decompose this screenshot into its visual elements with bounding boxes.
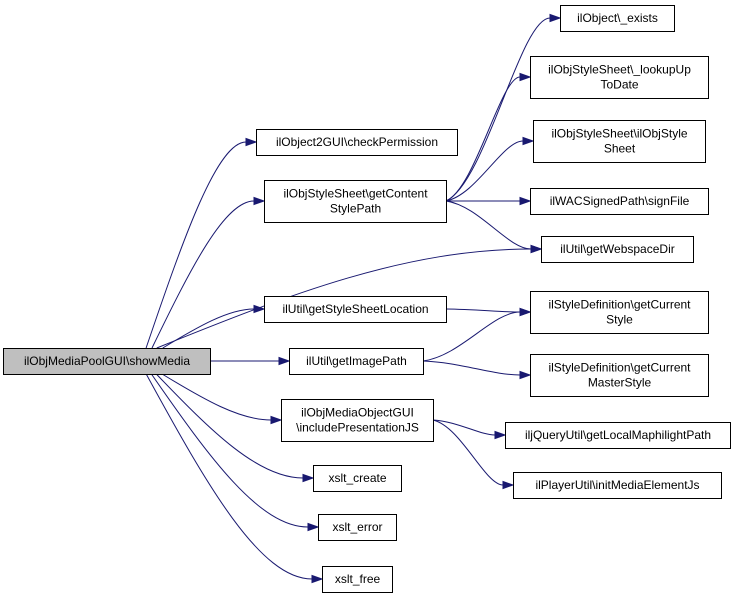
edge-getContentStylePath-to-lookUpToDate [445, 76, 521, 202]
edge-showMedia-to-getWebspaceDir [156, 248, 532, 349]
arrowhead-initMediaElementJs [502, 480, 515, 490]
arrowhead-ilObjStyleSheet [522, 136, 535, 146]
node-label: MasterStyle [588, 376, 652, 390]
node-label: ilPlayerUtil\initMediaElementJs [535, 478, 699, 492]
node-getImagePath[interactable]: ilUtil\getImagePath [289, 348, 424, 375]
edge-includePresentationJS-to-getLocalMaphilightPath [432, 419, 496, 436]
node-label: ilObjStyleSheet\_lookupUp [548, 63, 691, 77]
edge-getImagePath-to-getCurrentStyle [422, 311, 521, 362]
node-box[interactable] [505, 422, 731, 449]
node-xslt_free[interactable]: xslt_free [322, 566, 393, 593]
arrowhead-xslt_create [302, 473, 315, 483]
node-label: xslt_error [332, 520, 382, 534]
node-label: xslt_free [335, 572, 381, 586]
node-xslt_error[interactable]: xslt_error [318, 514, 397, 541]
node-showMedia[interactable]: ilObjMediaPoolGUI\showMedia [3, 348, 211, 375]
node-label: ilWACSignedPath\signFile [550, 194, 690, 208]
edge-showMedia-to-checkPermission [145, 141, 247, 349]
edges-layer [145, 13, 562, 584]
node-label: ilObject2GUI\checkPermission [276, 135, 438, 149]
arrowhead-getCurrentMasterStyle [519, 370, 532, 380]
node-checkPermission[interactable]: ilObject2GUI\checkPermission [256, 129, 458, 156]
node-box[interactable] [289, 348, 424, 375]
arrowhead-xslt_error [307, 522, 320, 532]
edge-showMedia-to-xslt_free [145, 373, 313, 580]
node-ilObject_exists[interactable]: ilObject\_exists [560, 5, 675, 32]
node-xslt_create[interactable]: xslt_create [313, 465, 402, 492]
edge-getContentStylePath-to-ilObjStyleSheet [445, 140, 524, 202]
arrowhead-getCurrentStyle [519, 307, 532, 317]
node-label: ilObjStyleSheet\ilObjStyle [551, 127, 687, 141]
node-label: ilStyleDefinition\getCurrent [548, 298, 691, 312]
node-label: ilObjStyleSheet\getContent [283, 187, 428, 201]
node-label: ilUtil\getWebspaceDir [560, 242, 675, 256]
node-box[interactable] [530, 354, 709, 397]
node-getWebspaceDir[interactable]: ilUtil\getWebspaceDir [541, 236, 694, 263]
node-box[interactable] [256, 129, 458, 156]
node-box[interactable] [530, 188, 709, 215]
node-label: ilStyleDefinition\getCurrent [548, 361, 691, 375]
arrowhead-getWebspaceDir [530, 244, 543, 254]
node-label: Style [606, 313, 633, 327]
node-box[interactable] [533, 120, 706, 163]
edge-showMedia-to-getContentStylePath [151, 200, 255, 349]
node-box[interactable] [560, 5, 675, 32]
arrowhead-getImagePath [278, 356, 291, 366]
node-box[interactable] [513, 472, 722, 499]
node-getStyleSheetLocation[interactable]: ilUtil\getStyleSheetLocation [264, 296, 447, 323]
node-getLocalMaphilightPath[interactable]: iljQueryUtil\getLocalMaphilightPath [505, 422, 731, 449]
node-label: ToDate [600, 78, 638, 92]
node-signFile[interactable]: ilWACSignedPath\signFile [530, 188, 709, 215]
edge-showMedia-to-getStyleSheetLocation [162, 308, 255, 349]
arrowhead-getLocalMaphilightPath [494, 430, 507, 440]
edge-getContentStylePath-to-getWebspaceDir [445, 200, 532, 250]
node-box[interactable] [322, 566, 393, 593]
node-box[interactable] [318, 514, 397, 541]
node-initMediaElementJs[interactable]: ilPlayerUtil\initMediaElementJs [513, 472, 722, 499]
node-box[interactable] [530, 56, 709, 99]
edge-showMedia-to-includePresentationJS [161, 373, 272, 421]
edge-getStyleSheetLocation-to-getCurrentStyle [445, 308, 521, 313]
node-box[interactable] [3, 348, 211, 375]
arrowhead-lookUpToDate [519, 72, 532, 82]
node-label: iljQueryUtil\getLocalMaphilightPath [525, 428, 711, 442]
arrowhead-xslt_free [311, 574, 324, 584]
node-label: ilUtil\getStyleSheetLocation [282, 302, 428, 316]
arrowhead-ilObject_exists [549, 13, 562, 23]
node-label: ilObjMediaObjectGUI [301, 406, 414, 420]
arrowhead-getStyleSheetLocation [253, 304, 266, 314]
node-label: xslt_create [328, 471, 386, 485]
arrowhead-includePresentationJS [270, 415, 283, 425]
arrowhead-getContentStylePath [253, 196, 266, 206]
node-label: ilObjMediaPoolGUI\showMedia [24, 354, 190, 368]
arrowhead-signFile [519, 196, 532, 206]
node-box[interactable] [541, 236, 694, 263]
node-label: \includePresentationJS [296, 421, 419, 435]
edge-showMedia-to-xslt_create [155, 373, 304, 479]
edge-getImagePath-to-getCurrentMasterStyle [422, 360, 521, 376]
node-box[interactable] [281, 399, 434, 442]
edge-getContentStylePath-to-ilObject_exists [445, 17, 551, 202]
node-box[interactable] [264, 180, 447, 223]
edge-showMedia-to-xslt_error [150, 373, 309, 528]
node-includePresentationJS[interactable]: ilObjMediaObjectGUI\includePresentationJ… [281, 399, 434, 442]
node-box[interactable] [313, 465, 402, 492]
node-ilObjStyleSheet[interactable]: ilObjStyleSheet\ilObjStyleSheet [533, 120, 706, 163]
arrowhead-checkPermission [245, 137, 258, 147]
nodes-layer: ilObjMediaPoolGUI\showMedia ilObject2GUI\… [3, 5, 731, 593]
node-label: ilObject\_exists [577, 11, 658, 25]
node-box[interactable] [264, 296, 447, 323]
node-box[interactable] [530, 291, 709, 334]
node-label: StylePath [330, 202, 381, 216]
edge-includePresentationJS-to-initMediaElementJs [432, 419, 504, 486]
node-label: ilUtil\getImagePath [306, 354, 407, 368]
node-label: Sheet [604, 142, 636, 156]
